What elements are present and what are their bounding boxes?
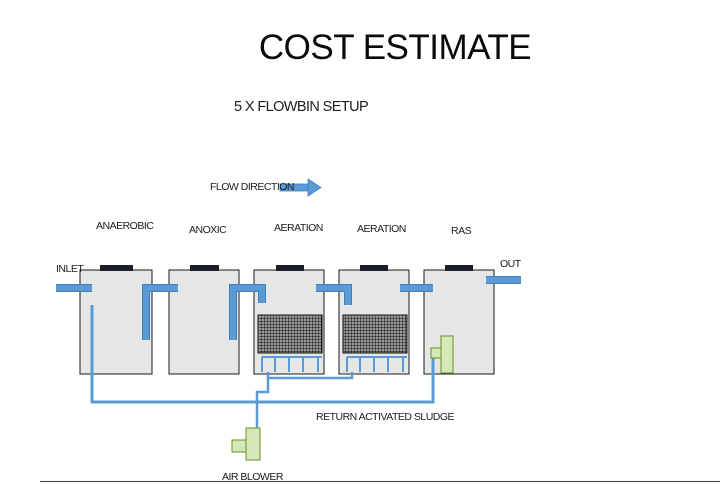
diffuser-grid-2 bbox=[346, 356, 407, 372]
tank-lid bbox=[360, 265, 388, 271]
page-subtitle: 5 X FLOWBIN SETUP bbox=[234, 99, 369, 115]
tank-lid bbox=[100, 265, 133, 271]
pipes-fill bbox=[56, 277, 521, 340]
aeration-media-2 bbox=[342, 314, 408, 354]
air-blower-label: AIR BLOWER bbox=[222, 471, 283, 483]
out-label: OUT bbox=[500, 258, 521, 270]
diffuser-grid-1 bbox=[261, 356, 322, 372]
tank-ras bbox=[423, 265, 495, 375]
return-activated-sludge-label: RETURN ACTIVATED SLUDGE bbox=[316, 411, 455, 423]
tank-label-aeration-2: AERATION bbox=[357, 223, 406, 235]
tank-label-ras: RAS bbox=[451, 225, 472, 237]
aeration-media-1 bbox=[257, 314, 323, 354]
flow-direction-arrow-icon bbox=[279, 178, 322, 197]
tank-anoxic bbox=[168, 265, 240, 375]
tank-lid bbox=[445, 265, 473, 271]
tank-label-aeration-1: AERATION bbox=[274, 222, 323, 234]
inlet-label: INLET bbox=[56, 263, 84, 275]
bottom-divider bbox=[40, 481, 720, 482]
flow-direction-label: FLOW DIRECTION bbox=[210, 181, 295, 193]
ras-pump-icon bbox=[430, 335, 454, 374]
tank-label-anoxic: ANOXIC bbox=[189, 224, 227, 236]
tank-label-anaerobic: ANAEROBIC bbox=[96, 220, 154, 232]
air-blower-icon bbox=[231, 427, 261, 461]
tank-lid bbox=[190, 265, 219, 271]
return-sludge-line bbox=[90, 305, 435, 404]
page-title: COST ESTIMATE bbox=[258, 28, 532, 67]
tank-lid bbox=[276, 265, 304, 271]
